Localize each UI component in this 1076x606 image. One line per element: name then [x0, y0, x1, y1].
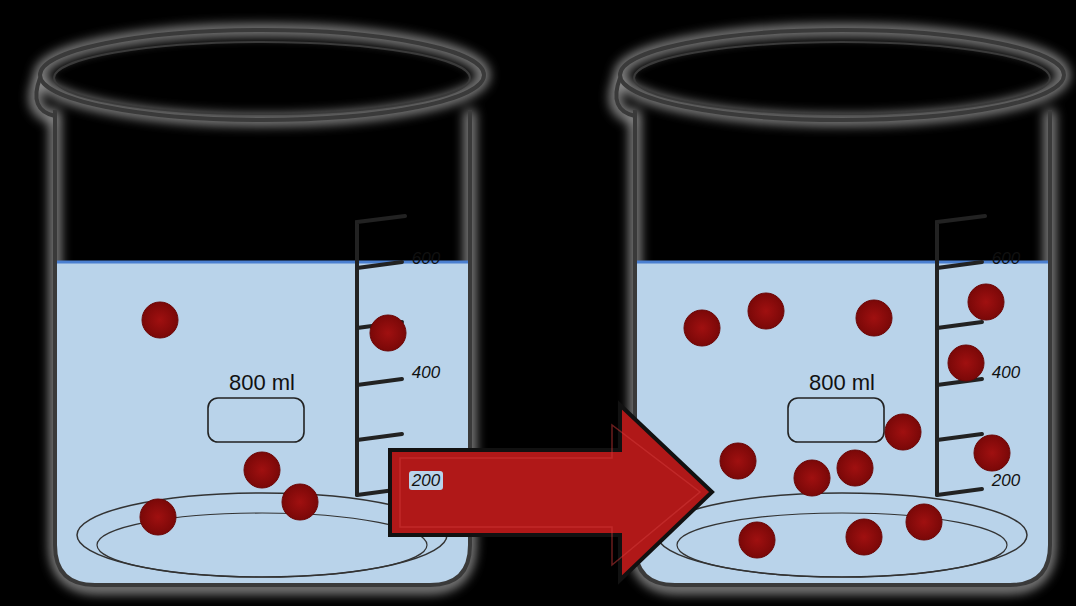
- scale-number: 600: [989, 249, 1023, 268]
- scale-number: 600: [409, 249, 443, 268]
- scale-number: 400: [989, 363, 1023, 382]
- scale-number: 200: [409, 471, 443, 490]
- scale-number: 200: [989, 471, 1023, 490]
- volume-label: 800 ml: [226, 371, 298, 395]
- volume-label: 800 ml: [806, 371, 878, 395]
- scale-number: 400: [409, 363, 443, 382]
